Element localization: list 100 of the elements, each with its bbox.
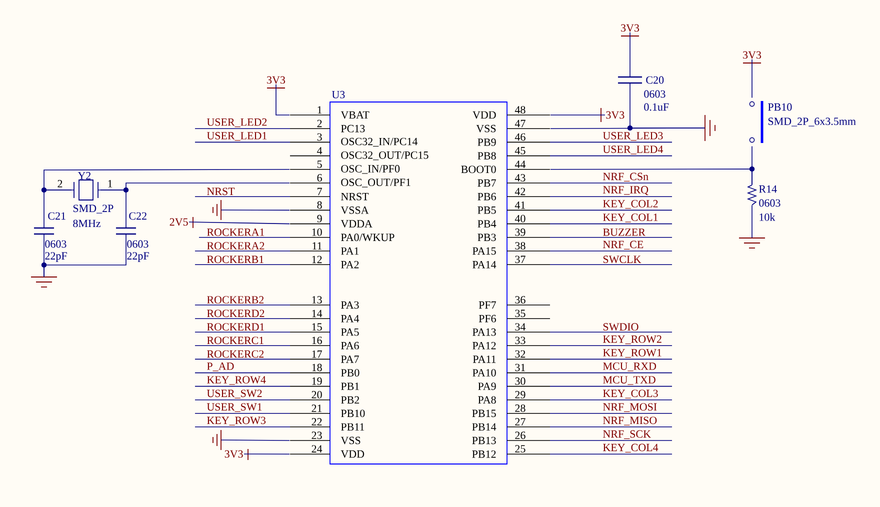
wire <box>550 114 606 116</box>
pin-name: OSC_OUT/PF1 <box>341 178 410 188</box>
net-label: ROCKERA1 <box>207 228 264 236</box>
net-label: SWDIO <box>603 323 638 331</box>
net-label: NRF_CSn <box>603 172 648 182</box>
part-designator: R14 <box>759 185 777 193</box>
wire <box>44 190 72 228</box>
pin-name: PB12 <box>472 450 496 458</box>
pin-name: PA11 <box>472 356 496 363</box>
part-designator: Y2 <box>78 172 91 180</box>
part-value: 0603 <box>644 90 666 98</box>
pin-name: PA0/WKUP <box>341 234 394 242</box>
wire <box>100 190 126 228</box>
pin-name: VSS <box>476 124 496 132</box>
part-designator: C21 <box>48 212 66 220</box>
net-label: ROCKERB1 <box>207 256 264 264</box>
ground-symbol <box>704 114 716 142</box>
pin-name: PB6 <box>478 192 496 200</box>
net-label: SWCLK <box>603 256 642 264</box>
pin-name: PA8 <box>478 396 496 404</box>
pin-name: PB7 <box>478 179 496 187</box>
pin-name: PF6 <box>478 314 496 322</box>
net-label: NRF_MOSI <box>603 403 657 412</box>
pin-name: PB4 <box>478 220 496 228</box>
part-designator: PB10 <box>768 103 792 111</box>
net-label: NRF_SCK <box>603 430 651 439</box>
pin-name: PA13 <box>472 328 496 336</box>
pin-name: PB8 <box>478 152 496 160</box>
part-value: 0603 <box>759 199 780 207</box>
net-label: KEY_COL2 <box>603 200 658 209</box>
net-label: KEY_COL3 <box>603 390 658 398</box>
pin-name: PA1 <box>341 247 359 255</box>
net-label: MCU_TXD <box>603 376 656 385</box>
pin-name: OSC_IN/PF0 <box>341 165 400 174</box>
pin-name: VDD <box>340 450 364 458</box>
pin-name: PA7 <box>341 356 359 363</box>
pin-number: 1 <box>108 180 112 188</box>
net-label: NRF_CE <box>603 240 644 250</box>
net-label: BUZZER <box>603 228 646 236</box>
net-label: KEY_ROW2 <box>603 335 662 344</box>
part-designator: C20 <box>646 76 664 84</box>
wire <box>44 169 290 190</box>
net-label: NRF_IRQ <box>603 186 648 196</box>
pin-name: PB10 <box>341 410 365 418</box>
pin-name: PA12 <box>472 342 496 350</box>
ground-symbol <box>212 430 222 450</box>
net-label: USER_LED4 <box>602 146 664 154</box>
pin-name: PF7 <box>478 301 496 309</box>
net-label: USER_LED3 <box>602 132 663 141</box>
part-value: 0.1uF <box>644 103 669 111</box>
net-label: USER_SW1 <box>206 403 262 412</box>
wire <box>188 222 290 224</box>
net-label: ROCKERD1 <box>207 323 264 331</box>
pin-name: PA14 <box>472 260 496 268</box>
pin-name: OSC32_IN/PC14 <box>341 138 418 147</box>
pin-name: PB14 <box>472 423 496 431</box>
wire <box>220 210 290 211</box>
part-value: SMD_2P_6x3.5mm <box>768 118 856 126</box>
net-label: NRF_MISO <box>603 416 657 426</box>
pin-name: PA15 <box>472 247 496 255</box>
net-label: USER_SW2 <box>206 390 262 398</box>
net-label: KEY_COL4 <box>603 444 658 452</box>
net-label: KEY_ROW3 <box>207 416 266 426</box>
wire <box>220 440 290 441</box>
pin-name: PB9 <box>478 138 496 146</box>
net-label: ROCKERB2 <box>207 296 264 304</box>
part-designator: U3 <box>332 90 345 98</box>
pin-name: PB5 <box>478 206 496 214</box>
wire <box>630 82 706 128</box>
pin-name: PA9 <box>478 382 496 390</box>
part-value: SMD_2P <box>73 204 114 214</box>
pin-name: PB1 <box>341 382 359 390</box>
pin-name: PA6 <box>341 342 359 350</box>
pin-name: PA4 <box>341 314 360 322</box>
net-label: MCU_RXD <box>603 362 656 372</box>
net-label: ROCKERC1 <box>207 336 264 344</box>
pin-name: VSSA <box>340 206 369 214</box>
pin-name: PB11 <box>341 423 364 431</box>
net-label: P_AD <box>207 362 234 372</box>
pin-number: 2 <box>58 180 62 188</box>
wire <box>550 168 752 186</box>
net-label: KEY_ROW1 <box>603 349 662 358</box>
pin-name: BOOT0 <box>461 166 496 174</box>
pin-name: PB3 <box>478 234 496 242</box>
net-label: USER_LED1 <box>206 132 267 141</box>
ground-symbol <box>30 276 58 288</box>
part-value: 22pF <box>45 252 67 262</box>
pin-name: PC13 <box>341 124 365 132</box>
pin-name: OSC32_OUT/PC15 <box>341 151 428 160</box>
pin-name: PB15 <box>472 410 496 418</box>
part-value: 8MHz <box>73 220 100 228</box>
part-value: 10k <box>760 213 776 221</box>
part-value: 22pF <box>127 252 149 262</box>
part-designator: C22 <box>129 212 146 220</box>
pin-name: VSS <box>340 436 360 444</box>
pin-name: VDDA <box>340 220 372 228</box>
pin-name: PA3 <box>341 301 359 309</box>
net-label: NRST <box>207 188 235 196</box>
net-label: KEY_ROW4 <box>207 376 266 385</box>
pin-name: PA2 <box>341 260 359 268</box>
